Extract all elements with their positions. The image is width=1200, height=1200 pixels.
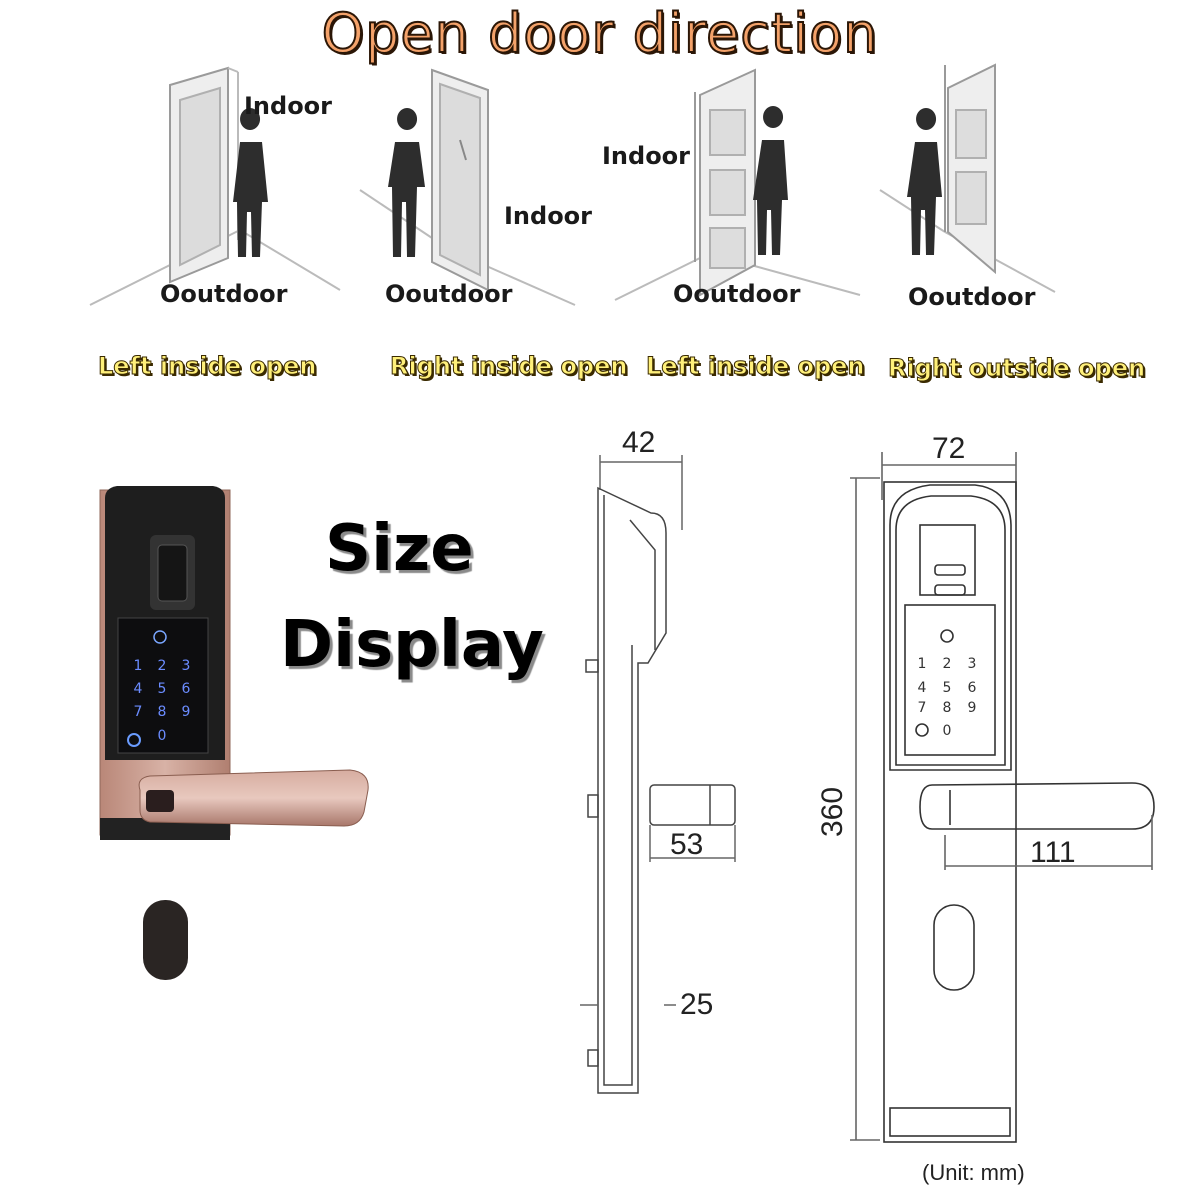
size-display-line2: Display	[280, 608, 544, 682]
keypad-digit: 3	[968, 656, 977, 672]
scene-1-indoor-label: Indoor	[244, 92, 333, 120]
keypad-digit: 7	[134, 704, 143, 720]
person-silhouette	[907, 108, 942, 255]
scene-3-indoor-label: Indoor	[602, 142, 691, 170]
keypad-digit: 7	[918, 700, 927, 716]
keypad-digit: 4	[134, 681, 143, 697]
keypad-digit: 5	[158, 681, 167, 697]
lock-photo	[99, 486, 369, 980]
dimension-side-handle: 53	[670, 828, 704, 861]
dimension-side-depth: 42	[622, 426, 656, 459]
dimension-front-width: 72	[932, 432, 966, 465]
keypad-digit: 0	[943, 723, 952, 739]
keypad-digit: 8	[158, 704, 167, 720]
dimension-front-handle: 111	[1030, 836, 1076, 869]
door-scene-left-inside-2	[614, 68, 861, 301]
keypad-digit: 0	[158, 728, 167, 744]
scene-3-outdoor-label: Ooutdoor	[673, 280, 801, 308]
door-scene-right-inside	[359, 68, 576, 306]
keypad-digit: 4	[918, 680, 927, 696]
dimension-side-spindle: 25	[680, 988, 714, 1021]
scene-4-outdoor-label: Ooutdoor	[908, 283, 1036, 311]
keypad-digit: 6	[182, 681, 191, 697]
scene-1-caption: Left inside open	[98, 352, 318, 381]
keypad-digit: 8	[943, 700, 952, 716]
scene-1-outdoor-label: Ooutdoor	[160, 280, 288, 308]
keypad-digit: 9	[182, 704, 191, 720]
scene-2-indoor-label: Indoor	[504, 202, 593, 230]
person-silhouette	[233, 108, 268, 257]
keypad-digit: 2	[943, 656, 952, 672]
side-view-drawing	[580, 455, 736, 1094]
front-view-drawing	[850, 452, 1155, 1143]
front-keypad-digits: 1 2 3 4 5 6 7 8 9 0	[918, 656, 977, 739]
scene-2-caption: Right inside open	[389, 352, 628, 381]
dimension-height: 360	[816, 787, 849, 837]
unit-label: (Unit: mm)	[922, 1160, 1025, 1185]
scene-4-caption: Right outside open	[887, 354, 1146, 383]
door-scene-left-inside-1	[89, 66, 341, 306]
scene-3-caption: Left inside open	[646, 352, 866, 381]
size-display-line1: Size	[325, 512, 474, 586]
keypad-digits: 1 2 3 4 5 6 7 8 9 0	[134, 658, 191, 744]
scene-2-outdoor-label: Ooutdoor	[385, 280, 513, 308]
keypad-digit: 3	[182, 658, 191, 674]
keypad-digit: 1	[134, 658, 143, 674]
page-title: Open door direction	[321, 1, 879, 66]
keypad-digit: 6	[968, 680, 977, 696]
keypad-digit: 9	[968, 700, 977, 716]
keypad-digit: 2	[158, 658, 167, 674]
person-silhouette	[388, 108, 425, 257]
keypad-digit: 5	[943, 680, 952, 696]
keypad-digit: 1	[918, 656, 927, 672]
person-silhouette	[753, 106, 788, 255]
door-scene-right-outside	[879, 63, 1056, 293]
